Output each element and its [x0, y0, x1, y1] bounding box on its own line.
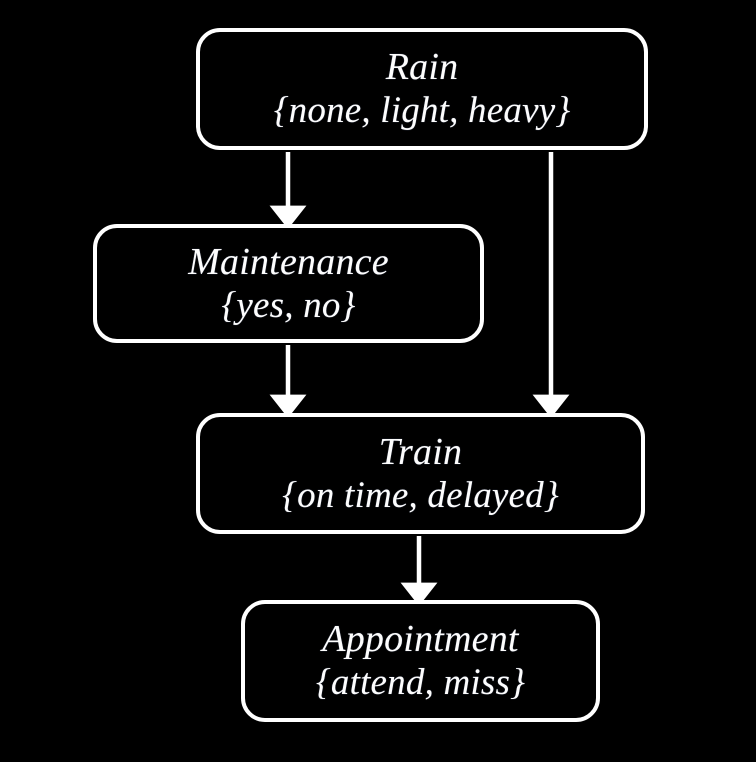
node-maintenance-states: {yes, no}	[221, 284, 356, 326]
node-rain-name: Rain	[385, 46, 459, 88]
node-train[interactable]: Train {on time, delayed}	[196, 413, 645, 534]
node-appointment-name: Appointment	[322, 618, 519, 660]
node-maintenance-name: Maintenance	[188, 240, 389, 283]
node-train-states: {on time, delayed}	[282, 474, 559, 516]
node-train-name: Train	[378, 430, 463, 473]
node-rain[interactable]: Rain {none, light, heavy}	[196, 28, 648, 150]
node-appointment[interactable]: Appointment {attend, miss}	[241, 600, 600, 722]
node-rain-states: {none, light, heavy}	[273, 90, 571, 132]
node-maintenance[interactable]: Maintenance {yes, no}	[93, 224, 484, 343]
node-appointment-states: {attend, miss}	[315, 662, 526, 704]
